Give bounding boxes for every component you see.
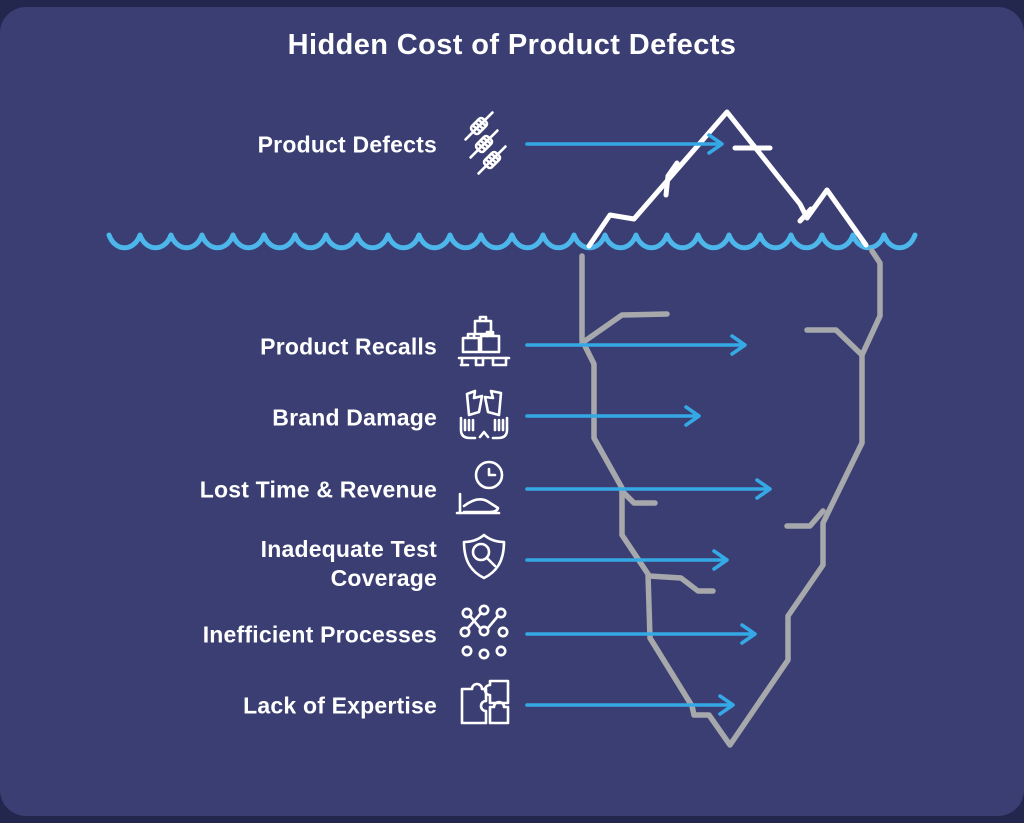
page-title: Hidden Cost of Product Defects — [287, 29, 737, 61]
iceberg-above-water — [586, 109, 869, 249]
iceberg-scene — [106, 109, 918, 748]
waterline — [106, 232, 918, 251]
defects-icon — [452, 111, 516, 175]
label-product-defects: Product Defects — [257, 131, 437, 158]
arrow-lost-time-revenue — [525, 478, 772, 500]
label-product-recalls: Product Recalls — [260, 333, 437, 360]
arrow-product-recalls — [525, 334, 747, 356]
arrow-inadequate-test-coverage — [525, 549, 729, 571]
label-lack-of-expertise: Lack of Expertise — [243, 692, 437, 719]
pallet-boxes-icon — [452, 315, 516, 379]
arrow-lack-of-expertise — [525, 694, 735, 716]
iceberg-below-water — [579, 248, 883, 748]
arrow-inefficient-processes — [525, 623, 757, 645]
label-inadequate-test-coverage: Inadequate Test Coverage — [260, 536, 437, 591]
arrow-brand-damage — [525, 405, 701, 427]
label-brand-damage: Brand Damage — [272, 404, 437, 431]
arrow-product-defects — [525, 133, 724, 155]
label-inefficient-processes: Inefficient Processes — [202, 621, 437, 648]
infographic-panel: Hidden Cost of Product Defects — [0, 7, 1024, 816]
clock-hand-icon — [452, 458, 516, 522]
puzzle-icon — [452, 673, 516, 737]
network-nodes-icon — [452, 602, 516, 666]
shield-magnifier-icon — [452, 530, 516, 594]
label-lost-time-revenue: Lost Time & Revenue — [199, 476, 437, 503]
broken-pieces-icon — [452, 386, 516, 450]
